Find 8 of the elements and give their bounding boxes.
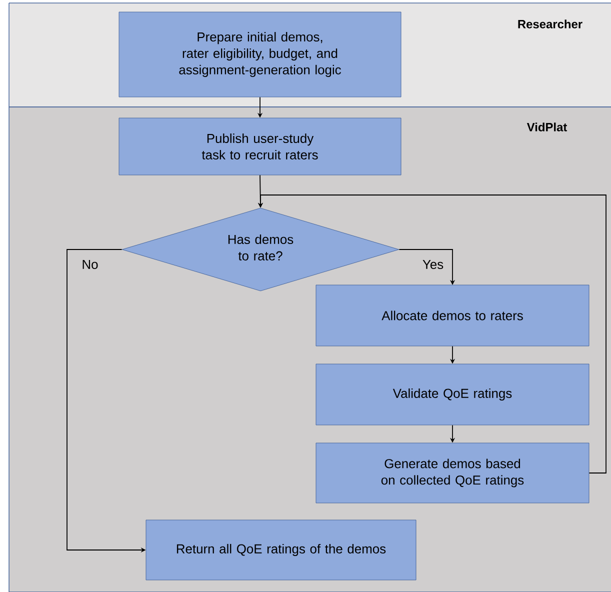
edge-label: No bbox=[82, 260, 98, 269]
process-box: Generate demos based on collected QoE ratings bbox=[316, 442, 590, 504]
process-box: Publish user-study task to recruit raters bbox=[118, 118, 402, 176]
edge-label: Yes bbox=[422, 260, 444, 269]
process-box: Prepare initial demos, rater eligibility, budget, and assignment-generation logic bbox=[118, 12, 402, 98]
process-box: Return all QoE ratings of the demos bbox=[146, 520, 416, 580]
process-box: Allocate demos to raters bbox=[316, 284, 590, 346]
process-box: Validate QoE ratings bbox=[316, 364, 590, 426]
